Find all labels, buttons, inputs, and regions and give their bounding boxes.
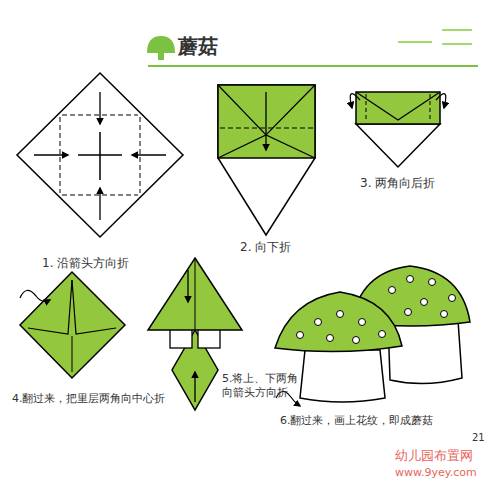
step-caption: 5.将上、下两角 向箭头方向折: [222, 372, 306, 400]
step-caption: 4.翻过来，把里层两角向中心折: [12, 392, 166, 406]
cap-dot: [389, 287, 396, 294]
label-slot: 幼儿园布置网: [395, 448, 473, 464]
step-caption: 2. 向下折: [240, 240, 291, 255]
paper-triangle: [356, 124, 440, 167]
fold-arrow: [99, 188, 100, 220]
header-dash: [442, 29, 472, 31]
fold-arrow: [34, 154, 68, 155]
cap-dot: [421, 299, 428, 306]
turn-arrow: [436, 94, 446, 108]
cap-dot: [315, 319, 322, 326]
label-slot: 6.翻过来，画上花纹，即成蘑菇: [280, 414, 434, 428]
cap-dots: [297, 311, 386, 344]
inner-fold: [28, 280, 72, 334]
fold-arrow: [194, 372, 195, 402]
cap-dot: [429, 279, 436, 286]
fold-line: [366, 94, 367, 122]
label-slot: 3. 两角向后折: [360, 176, 435, 191]
label-slot: 2. 向下折: [240, 240, 291, 255]
inner-fold: [72, 280, 116, 334]
fold-arrow: [99, 92, 100, 124]
title-slot: 蘑菇: [178, 34, 218, 59]
mushroom-stem: [388, 320, 462, 384]
fold-arrow: [265, 92, 266, 150]
header-dash: [398, 41, 432, 43]
green-flap: [218, 85, 315, 158]
green-diamond: [20, 272, 125, 378]
page-title: 蘑菇: [178, 34, 218, 59]
cap-dot: [297, 332, 304, 339]
paper-outline: [218, 85, 315, 235]
step-caption: 3. 两角向后折: [360, 176, 435, 191]
label-slot: 4.翻过来，把里层两角向中心折: [12, 392, 166, 406]
cap-dot: [405, 309, 412, 316]
center-crease: [99, 132, 101, 180]
cap-dot: [379, 331, 386, 338]
label-slot: 5.将上、下两角 向箭头方向折: [222, 372, 306, 400]
cap-dots: [389, 276, 456, 318]
green-band: [356, 92, 440, 124]
turn-arrow: [350, 94, 360, 108]
fold-line: [430, 94, 431, 122]
green-cap-triangle: [148, 258, 242, 330]
center-crease: [72, 336, 73, 372]
header-dash: [442, 43, 472, 45]
flap-edge: [356, 92, 440, 120]
watermark: www.9yey.com: [395, 466, 477, 480]
step4-figure: [20, 272, 125, 378]
cap-dot: [327, 335, 334, 342]
center-crease: [78, 154, 122, 156]
cap-dot: [441, 311, 448, 318]
mushroom-icon: [147, 36, 175, 53]
mushroom-icon-stem: [158, 52, 164, 60]
cap-dot: [337, 311, 344, 318]
label-slot: 21: [472, 432, 485, 445]
label-slot: www.9yey.com: [395, 466, 477, 480]
label-slot: 1. 沿箭头方向折: [42, 256, 129, 271]
step1-figure: [17, 73, 183, 237]
cap-dot: [449, 295, 456, 302]
cap-dot: [359, 319, 366, 326]
step-caption: 1. 沿箭头方向折: [42, 256, 129, 271]
step2-figure: [218, 85, 315, 235]
cap-dot: [353, 337, 360, 344]
fold-arrow: [187, 270, 188, 302]
paper-diamond: [17, 73, 183, 237]
page-number: 21: [472, 432, 485, 445]
step-caption: 6.翻过来，画上花纹，即成蘑菇: [280, 414, 434, 428]
header-rule: [148, 65, 478, 67]
watermark: 幼儿园布置网: [395, 448, 473, 464]
flip-arrow: [20, 290, 50, 301]
mushroom-cap: [275, 292, 402, 352]
step6-figure: [275, 266, 470, 406]
center-crease: [195, 258, 196, 330]
fold-arrow: [132, 154, 166, 155]
header-decoration: [147, 30, 478, 66]
mushroom-stem: [300, 350, 385, 402]
cap-dot: [407, 276, 414, 283]
step3-figure: [350, 92, 446, 167]
